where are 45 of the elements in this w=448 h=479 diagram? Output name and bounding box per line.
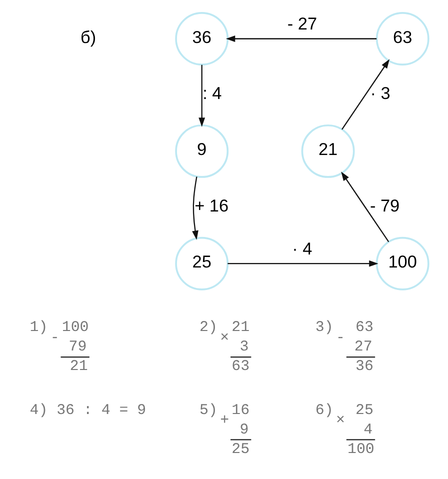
node-circle: 21 — [300, 124, 354, 178]
edge-label: · 3 — [370, 82, 390, 103]
label: 4) 36 : 4 = 9 — [29, 402, 146, 419]
label: 100 — [61, 320, 88, 336]
label: 36 — [355, 359, 373, 376]
label: 63 — [355, 320, 373, 336]
edge-label: - 79 — [370, 195, 400, 216]
label: 16 — [231, 402, 250, 419]
label: + — [220, 413, 229, 430]
label: б) — [80, 26, 96, 47]
label: 79 — [68, 340, 86, 356]
edge-label: + 16 — [194, 195, 228, 216]
label: - — [50, 330, 59, 346]
label: 21 — [69, 359, 88, 376]
label: 6) — [314, 402, 333, 419]
label: 100 — [347, 442, 374, 458]
label: 1) — [29, 320, 48, 336]
label: 25 — [355, 402, 373, 419]
edge-label: - 27 — [286, 14, 317, 34]
label: 4 — [363, 422, 372, 438]
arrow — [340, 172, 389, 242]
edge-label: · 4 — [292, 238, 312, 258]
label: 63 — [231, 359, 250, 376]
node-circle: 100 — [375, 236, 429, 290]
label: × — [336, 413, 345, 430]
label: 2) — [199, 320, 217, 336]
label: 27 — [354, 340, 372, 356]
label: 5) — [199, 402, 217, 419]
label: 21 — [231, 320, 250, 336]
label: 3) — [314, 320, 333, 336]
node-circle: 9 — [174, 124, 228, 178]
label: - — [336, 330, 345, 346]
node-circle: 63 — [375, 12, 429, 66]
arrow — [341, 59, 390, 130]
edge-label: : 4 — [202, 82, 222, 103]
arrow — [192, 176, 198, 240]
label: 9 — [239, 422, 248, 438]
label: 25 — [231, 442, 250, 458]
node-circle: 25 — [174, 236, 228, 290]
arrow — [225, 36, 376, 42]
label: 3 — [239, 340, 248, 356]
label: × — [220, 330, 229, 346]
node-circle: 36 — [174, 12, 228, 66]
arrow — [198, 64, 205, 127]
arrow — [227, 260, 378, 267]
